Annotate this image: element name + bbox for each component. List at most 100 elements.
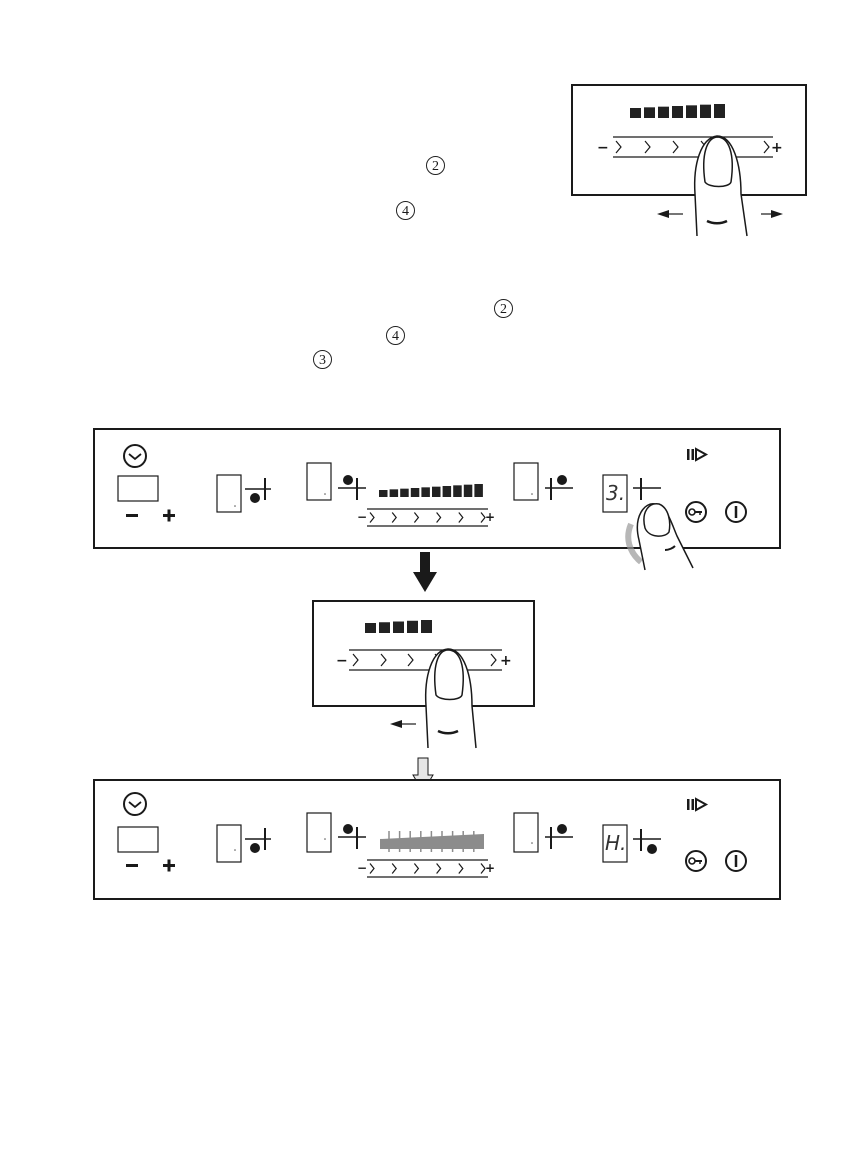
finger-icon bbox=[625, 503, 694, 571]
timer-minus-button[interactable] bbox=[126, 864, 138, 867]
chevron-right-icon bbox=[391, 863, 397, 874]
power-icon[interactable] bbox=[725, 501, 747, 523]
pause-play-icon[interactable] bbox=[687, 447, 709, 462]
chevron-right-icon bbox=[369, 512, 375, 523]
level-bar bbox=[700, 104, 711, 118]
power-level-bars bbox=[379, 484, 483, 497]
level-bar bbox=[379, 622, 390, 633]
zone-display-rear-right[interactable] bbox=[513, 812, 539, 853]
arrow-left-icon bbox=[657, 210, 683, 218]
level-bars bbox=[365, 620, 432, 633]
power-level-bar-greyed bbox=[380, 831, 484, 852]
level-bar bbox=[365, 623, 376, 633]
callout-number: 4 bbox=[386, 326, 405, 345]
chevron-right-icon bbox=[480, 512, 486, 523]
zone-display-rear-right[interactable] bbox=[513, 462, 539, 501]
chevron-right-icon bbox=[458, 863, 464, 874]
zone-indicator-icon bbox=[245, 828, 271, 853]
level-bar bbox=[400, 488, 409, 497]
timer-display bbox=[117, 475, 159, 502]
level-bar bbox=[463, 484, 473, 497]
slider-plus[interactable]: + bbox=[485, 861, 495, 875]
slider-minus[interactable]: − bbox=[597, 140, 609, 156]
level-bars bbox=[630, 104, 725, 118]
chevron-right-icon bbox=[458, 512, 464, 523]
level-bar bbox=[407, 620, 418, 633]
zone-display-front-right[interactable] bbox=[602, 474, 628, 513]
chevron-right-icon bbox=[615, 140, 622, 154]
zone-indicator-icon bbox=[545, 475, 573, 500]
key-lock-icon[interactable] bbox=[685, 850, 707, 872]
level-bar bbox=[432, 486, 441, 497]
slider-inset-middle bbox=[312, 600, 535, 707]
chevron-right-icon bbox=[380, 653, 387, 667]
chevron-right-icon bbox=[407, 653, 414, 667]
finger-icon bbox=[693, 135, 748, 237]
zone-display-front-right[interactable] bbox=[602, 824, 628, 863]
slider-plus[interactable]: + bbox=[485, 510, 495, 524]
zone-display-front-left[interactable] bbox=[306, 462, 332, 501]
chevron-right-icon bbox=[763, 140, 770, 154]
zone-display-rear-left[interactable] bbox=[216, 474, 242, 513]
callout-number: 3 bbox=[313, 350, 332, 369]
zone-indicator-icon bbox=[633, 478, 661, 500]
slider-inset-middle-drawing: − + bbox=[336, 620, 512, 749]
power-slider[interactable] bbox=[369, 512, 486, 523]
slider-plus[interactable]: + bbox=[500, 653, 512, 669]
arrow-right-icon bbox=[761, 210, 783, 218]
control-panel-after-drawing: − + H. bbox=[117, 792, 747, 878]
zone-indicator-icon bbox=[545, 824, 573, 849]
zone-display-rear-left[interactable] bbox=[216, 824, 242, 863]
level-bar bbox=[714, 104, 725, 118]
level-bar bbox=[686, 105, 697, 118]
level-bar bbox=[421, 487, 430, 497]
chevron-right-icon bbox=[436, 512, 442, 523]
zone-indicator-icon bbox=[633, 829, 661, 854]
pause-play-icon[interactable] bbox=[687, 797, 709, 812]
chevron-right-icon bbox=[413, 863, 420, 874]
timer-plus-button[interactable] bbox=[163, 859, 175, 872]
chevron-right-icon bbox=[644, 140, 651, 154]
slider-inset-top-drawing: − + bbox=[597, 104, 783, 237]
slider-plus[interactable]: + bbox=[771, 140, 783, 156]
zone-indicator-icon bbox=[338, 824, 366, 849]
chevron-right-icon bbox=[480, 863, 486, 874]
arrow-down-icon bbox=[413, 552, 437, 592]
zone-display-value: H. bbox=[605, 831, 626, 855]
level-bar bbox=[630, 108, 641, 118]
zone-display-front-left[interactable] bbox=[306, 812, 332, 853]
level-bar bbox=[453, 485, 462, 497]
finger-icon bbox=[424, 648, 477, 749]
level-bar bbox=[442, 486, 452, 497]
slider-minus[interactable]: − bbox=[357, 510, 367, 524]
chevron-row[interactable] bbox=[615, 140, 770, 154]
power-icon[interactable] bbox=[725, 850, 747, 872]
zone-indicator-icon bbox=[245, 478, 271, 503]
slider-minus[interactable]: − bbox=[336, 653, 348, 669]
arrow-left-icon bbox=[390, 720, 416, 728]
zone-indicator-icon bbox=[338, 475, 366, 500]
chevron-right-icon bbox=[413, 512, 420, 523]
chevron-row[interactable] bbox=[352, 653, 497, 667]
clock-icon bbox=[123, 444, 147, 468]
timer-display bbox=[117, 826, 159, 853]
slider-minus[interactable]: − bbox=[357, 861, 367, 875]
chevron-right-icon bbox=[369, 863, 375, 874]
chevron-right-icon bbox=[436, 863, 442, 874]
timer-plus-button[interactable] bbox=[163, 509, 175, 522]
chevron-right-icon bbox=[672, 140, 679, 154]
level-bar bbox=[379, 490, 388, 497]
callout-number: 2 bbox=[426, 156, 445, 175]
control-panel-before-drawing: − + 3. bbox=[117, 444, 747, 571]
chevron-right-icon bbox=[391, 512, 397, 523]
level-bar bbox=[644, 107, 655, 118]
slider-inset-top bbox=[571, 84, 807, 196]
timer-minus-button[interactable] bbox=[126, 514, 138, 517]
zone-display-value: 3. bbox=[606, 481, 625, 505]
power-slider[interactable] bbox=[369, 863, 486, 874]
callout-number: 4 bbox=[396, 201, 415, 220]
level-bar bbox=[658, 106, 669, 118]
chevron-right-icon bbox=[490, 653, 497, 667]
key-lock-icon[interactable] bbox=[685, 501, 707, 523]
clock-icon bbox=[123, 792, 147, 816]
